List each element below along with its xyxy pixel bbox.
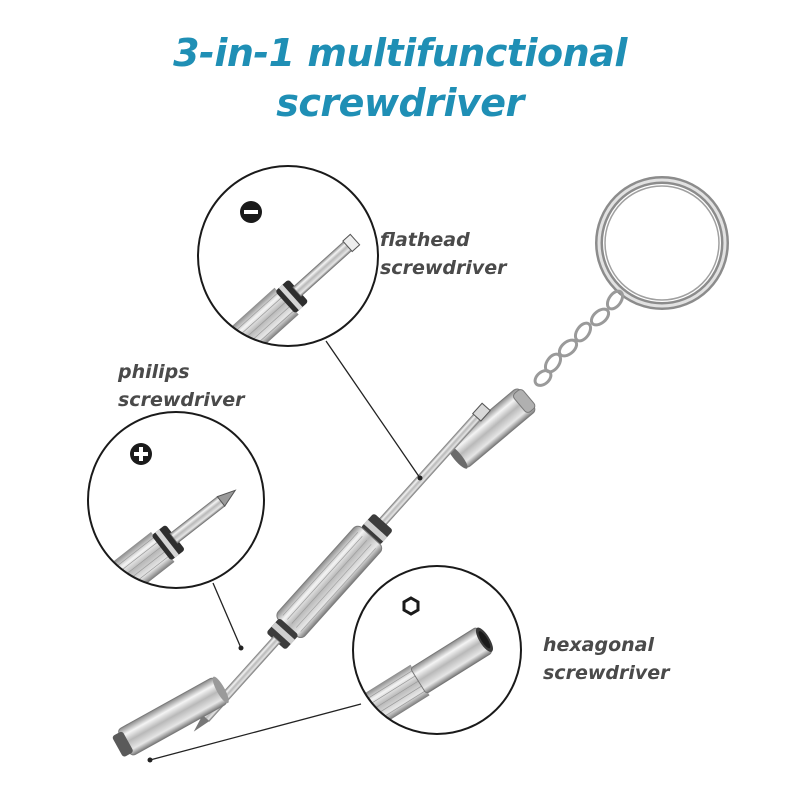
hexagonal-zoom-circle <box>352 565 522 735</box>
hexagon-icon <box>402 596 420 616</box>
product-title: 3-in-1 multifunctional screwdriver <box>0 28 800 128</box>
callout-lines <box>149 340 421 761</box>
hexagonal-label-line-2: screwdriver <box>543 662 670 684</box>
flathead-zoom-circle <box>197 165 379 347</box>
keychain-cap <box>447 388 536 469</box>
philips-label: philips screwdriver <box>118 358 245 414</box>
title-line-2: screwdriver <box>276 81 524 125</box>
key-ring <box>595 176 729 310</box>
screwdriver-body <box>193 402 491 732</box>
philips-zoom-circle <box>87 411 265 589</box>
plus-circle-icon <box>130 443 152 465</box>
callout-dots <box>147 475 423 763</box>
hexagonal-label: hexagonal screwdriver <box>543 631 670 687</box>
philips-label-line-1: philips <box>118 361 190 383</box>
minus-circle-icon <box>240 201 262 223</box>
hex-cap <box>112 676 229 757</box>
flathead-label-line-2: screwdriver <box>380 257 507 279</box>
hexagonal-label-line-1: hexagonal <box>543 634 655 656</box>
chain <box>533 289 625 387</box>
title-line-1: 3-in-1 multifunctional <box>173 31 627 75</box>
flathead-label: flathead screwdriver <box>380 226 507 282</box>
flathead-label-line-1: flathead <box>380 229 470 251</box>
philips-label-line-2: screwdriver <box>118 389 245 411</box>
